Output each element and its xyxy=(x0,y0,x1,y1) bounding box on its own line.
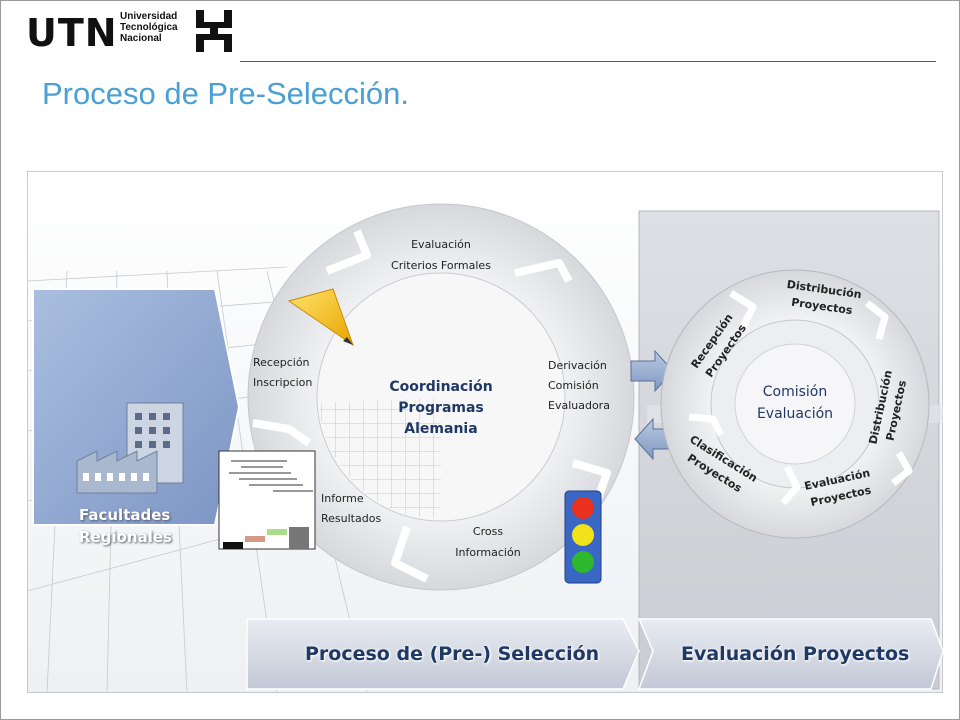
logo-line-3: Nacional xyxy=(120,33,162,44)
factory-icon xyxy=(76,402,184,494)
facultades-regionales-label: Facultades Regionales xyxy=(79,504,172,548)
logo-line-2: Tecnológica xyxy=(120,22,178,33)
step-cross-informacion: Cross Información xyxy=(443,521,533,563)
bar-proceso-preseleccion: Proceso de (Pre-) Selección xyxy=(305,643,600,665)
step-cross-line-1: Cross xyxy=(472,525,504,538)
center-line-1: Coordinación xyxy=(389,379,493,395)
step-informe-line-1: Informe xyxy=(321,492,364,505)
center-line-3: Alemania xyxy=(404,421,478,437)
pencil-icon xyxy=(287,288,354,347)
facultades-line-1: Facultades xyxy=(79,506,171,524)
report-chart-icon xyxy=(218,450,316,550)
left-cycle-center-label: Coordinación Programas Alemania xyxy=(381,377,501,440)
step-evaluacion-line-1: Evaluación xyxy=(411,238,471,251)
step-evaluacion-line-2: Criterios Formales xyxy=(391,259,491,272)
step-informe-line-2: Resultados xyxy=(321,512,382,525)
logo-wordmark: UTN xyxy=(26,11,118,55)
step-informe-resultados: Informe Resultados xyxy=(321,489,381,529)
bar-evaluacion-proyectos: Evaluación Proyectos xyxy=(681,643,910,665)
step-recepcion-line-1: Recepción xyxy=(253,356,310,369)
right-center-line-2: Evaluación xyxy=(756,406,834,422)
right-cycle-center-label: Comisión Evaluación xyxy=(735,381,855,425)
step-derivacion-line-1: Derivación xyxy=(548,359,607,372)
step-recepcion-inscripcion: Recepción Inscripcion xyxy=(253,353,312,393)
utn-emblem-icon xyxy=(196,10,232,52)
step-evaluacion-criterios: Evaluación Criterios Formales xyxy=(371,234,511,276)
center-line-2: Programas xyxy=(398,400,484,416)
right-center-line-1: Comisión xyxy=(762,384,828,400)
step-recepcion-line-2: Inscripcion xyxy=(253,376,313,389)
logo-line-1: Universidad xyxy=(120,11,178,22)
step-cross-line-2: Información xyxy=(455,546,521,559)
page-title: Proceso de Pre-Selección. xyxy=(42,76,410,111)
logo-institution-name: Universidad Tecnológica Nacional xyxy=(120,11,178,44)
diagram-graphics xyxy=(27,171,943,693)
header-rule xyxy=(240,61,936,62)
facultades-line-2: Regionales xyxy=(79,528,172,546)
step-derivacion-line-3: Evaluadora xyxy=(548,399,610,412)
step-derivacion-comision: Derivación Comisión Evaluadora xyxy=(548,356,610,416)
traffic-light-icon xyxy=(564,490,602,584)
utn-logo: UTN Universidad Tecnológica Nacional xyxy=(14,6,236,58)
process-diagram: Facultades Regionales Coordinación Progr… xyxy=(27,171,943,693)
step-derivacion-line-2: Comisión xyxy=(548,379,599,392)
